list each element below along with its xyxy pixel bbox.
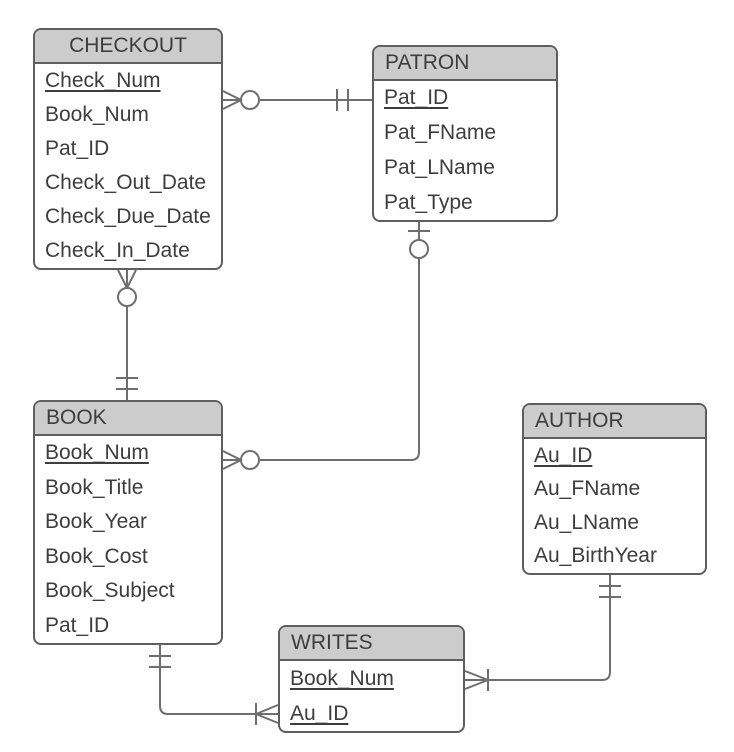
field-row-book_num: Book_Num: [35, 98, 221, 132]
field-row-pat_id: Pat_ID: [35, 132, 221, 166]
field-row-pat_lname: Pat_LName: [374, 151, 556, 186]
entity-checkout-title: CHECKOUT: [35, 30, 221, 64]
one-and-only-one-ticks-icon: [336, 89, 349, 111]
field-row-book_title: Book_Title: [35, 471, 221, 506]
crows-foot-many-icon: [255, 704, 279, 724]
field-label: Au_LName: [534, 510, 640, 534]
zero-circle-icon: [240, 90, 260, 110]
one-and-only-one-ticks-icon: [149, 655, 171, 668]
relationship-checkout-book[interactable]: [116, 269, 138, 400]
field-row-check_num: Check_Num: [35, 64, 221, 98]
crows-foot-many-icon: [222, 450, 242, 470]
field-row-book_num: Book_Num: [35, 436, 221, 471]
entity-patron-title: PATRON: [374, 47, 556, 81]
field-row-au_lname: Au_LName: [524, 506, 705, 540]
relationship-line: [488, 575, 611, 681]
relationship-author-writes[interactable]: [464, 575, 621, 691]
entity-writes-title: WRITES: [280, 627, 463, 661]
zero-circle-icon: [117, 287, 137, 307]
field-row-book_num: Book_Num: [280, 661, 463, 696]
field-row-pat_type: Pat_Type: [374, 185, 556, 220]
field-row-au_id: Au_ID: [524, 439, 705, 473]
relationship-book-writes[interactable]: [149, 645, 279, 725]
field-label: Book_Num: [290, 666, 394, 690]
field-label: Check_Num: [45, 69, 161, 92]
field-label: Pat_ID: [45, 137, 110, 160]
zero-circle-icon: [409, 239, 429, 259]
field-label: Pat_LName: [384, 155, 495, 179]
field-row-check_due_date: Check_Due_Date: [35, 200, 221, 234]
field-label: Check_Due_Date: [45, 205, 211, 228]
field-label: Book_Subject: [45, 579, 175, 603]
field-label: Book_Title: [45, 475, 144, 499]
field-label: Check_In_Date: [45, 239, 190, 262]
relationship-checkout-patron[interactable]: [222, 89, 372, 111]
entity-book-title: BOOK: [35, 402, 221, 436]
crows-foot-many-icon: [464, 670, 489, 690]
field-label: Au_FName: [534, 477, 641, 501]
field-row-check_out_date: Check_Out_Date: [35, 166, 221, 200]
field-row-pat_id: Pat_ID: [35, 609, 221, 644]
relationship-line: [259, 222, 420, 461]
field-label: Pat_ID: [45, 613, 110, 637]
one-and-only-one-ticks-icon: [599, 585, 621, 598]
field-label: Au_ID: [534, 443, 593, 467]
field-label: Au_ID: [290, 701, 349, 725]
field-label: Pat_Type: [384, 190, 473, 214]
field-row-book_year: Book_Year: [35, 505, 221, 540]
relationship-book-patron[interactable]: [222, 222, 430, 470]
field-row-pat_id: Pat_ID: [374, 81, 556, 116]
field-label: Check_Out_Date: [45, 171, 207, 194]
field-label: Pat_ID: [384, 86, 449, 110]
zero-circle-icon: [240, 450, 260, 470]
field-row-au_id: Au_ID: [280, 696, 463, 731]
crows-foot-many-icon: [222, 90, 242, 110]
field-label: Book_Num: [45, 441, 149, 465]
entity-author-title: AUTHOR: [524, 405, 705, 439]
field-row-pat_fname: Pat_FName: [374, 116, 556, 151]
field-label: Au_BirthYear: [534, 544, 657, 568]
field-label: Book_Cost: [45, 544, 148, 568]
field-row-book_cost: Book_Cost: [35, 540, 221, 575]
field-row-book_subject: Book_Subject: [35, 574, 221, 609]
field-label: Book_Year: [45, 510, 147, 534]
field-row-au_birthyear: Au_BirthYear: [524, 540, 705, 574]
crows-foot-many-icon: [117, 269, 137, 289]
field-row-au_fname: Au_FName: [524, 473, 705, 507]
relationship-line: [159, 645, 256, 715]
field-label: Book_Num: [45, 103, 149, 126]
one-and-only-one-ticks-icon: [116, 377, 138, 390]
field-row-check_in_date: Check_In_Date: [35, 234, 221, 268]
field-label: Pat_FName: [384, 121, 497, 145]
